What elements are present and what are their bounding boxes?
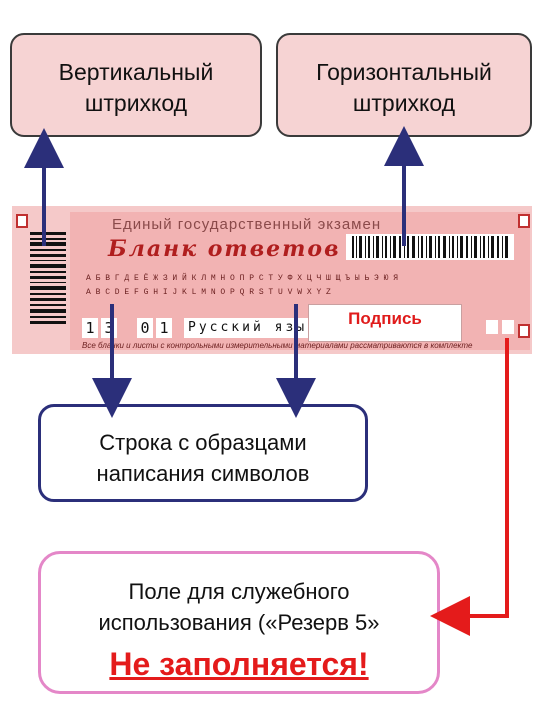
sample-row-latin: A B C D E F G H I J K L M N O P Q R S T … (86, 288, 331, 297)
answer-form-image: Единый государственный экзамен Бланк отв… (12, 206, 532, 354)
sample-row-callout: Строка с образцами написания символов (38, 404, 368, 502)
subject-digit: 1 (156, 318, 172, 338)
corner-marker (518, 324, 530, 338)
form-header: Единый государственный экзамен (112, 216, 382, 233)
service-field-line-1: Поле для служебного (128, 579, 350, 604)
vertical-barcode-line-2: штрихкод (84, 90, 188, 116)
form-instruction-line: Все бланки и листы с контрольными измери… (82, 341, 473, 350)
subject-digit: 0 (137, 318, 153, 338)
reserve-5-field (486, 320, 514, 334)
signature-label: Подпись (348, 309, 422, 328)
arrow-service-field (430, 338, 509, 636)
region-digit: 3 (101, 318, 117, 338)
reserve-cell (502, 320, 514, 334)
vertical-barcode-callout: Вертикальный штрихкод (10, 33, 262, 137)
horizontal-barcode (346, 234, 514, 260)
service-field-callout: Поле для служебного использования («Резе… (38, 551, 440, 694)
warning-label: Не заполняется! (109, 646, 369, 682)
sample-row-line-1: Строка с образцами (99, 430, 307, 455)
horizontal-barcode-line-2: штрихкод (352, 90, 456, 116)
reserve-cell (486, 320, 498, 334)
signature-box: Подпись (308, 304, 462, 342)
vertical-barcode-line-1: Вертикальный (58, 59, 214, 85)
horizontal-barcode-callout: Горизонтальный штрихкод (276, 33, 532, 137)
sample-row-line-2: написания символов (96, 461, 310, 486)
service-field-line-2: использования («Резерв 5» (98, 610, 380, 635)
corner-marker (518, 214, 530, 228)
corner-marker (16, 214, 28, 228)
vertical-barcode (30, 232, 66, 324)
horizontal-barcode-line-1: Горизонтальный (316, 59, 492, 85)
region-subject-fields: 1 3 0 1 Русский язык (82, 318, 322, 338)
subject-name: Русский язык (184, 318, 322, 338)
sample-row-cyrillic: А Б В Г Д Е Ё Ж З И Й К Л М Н О П Р С Т … (86, 274, 399, 283)
region-digit: 1 (82, 318, 98, 338)
